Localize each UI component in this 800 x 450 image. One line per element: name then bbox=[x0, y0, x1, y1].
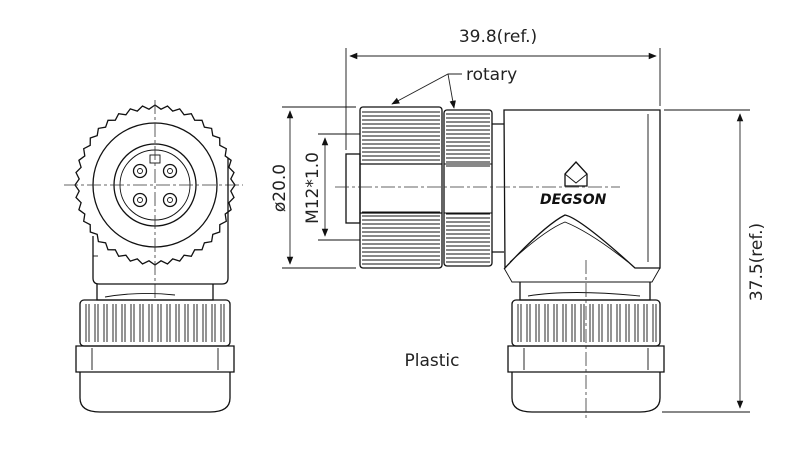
seal-band bbox=[75, 345, 235, 373]
side-seal-band bbox=[507, 345, 665, 373]
overall-width-label: 39.8(ref.) bbox=[459, 27, 537, 47]
thread-label: M12*1.0 bbox=[303, 152, 323, 224]
side-neck bbox=[519, 282, 651, 301]
rotary-ring bbox=[443, 109, 493, 267]
brand-text: DEGSON bbox=[540, 192, 607, 208]
coupling-nut bbox=[359, 106, 443, 269]
cable-end-cap bbox=[79, 372, 231, 413]
cable-gland-nut bbox=[79, 299, 231, 347]
side-view: DEGSON bbox=[335, 106, 665, 420]
overall-height-label: 37.5(ref.) bbox=[747, 223, 767, 301]
thread-stub bbox=[345, 153, 361, 224]
housing-outline bbox=[92, 158, 229, 285]
rotary-label: rotary bbox=[466, 65, 517, 85]
angled-housing bbox=[503, 109, 661, 270]
contact-pins bbox=[132, 163, 178, 208]
diameter-label: ø20.0 bbox=[270, 164, 290, 212]
material-label: Plastic bbox=[405, 351, 460, 371]
front-view bbox=[64, 100, 243, 413]
degson-logo-icon bbox=[564, 161, 588, 187]
dimension-lines bbox=[282, 48, 750, 413]
